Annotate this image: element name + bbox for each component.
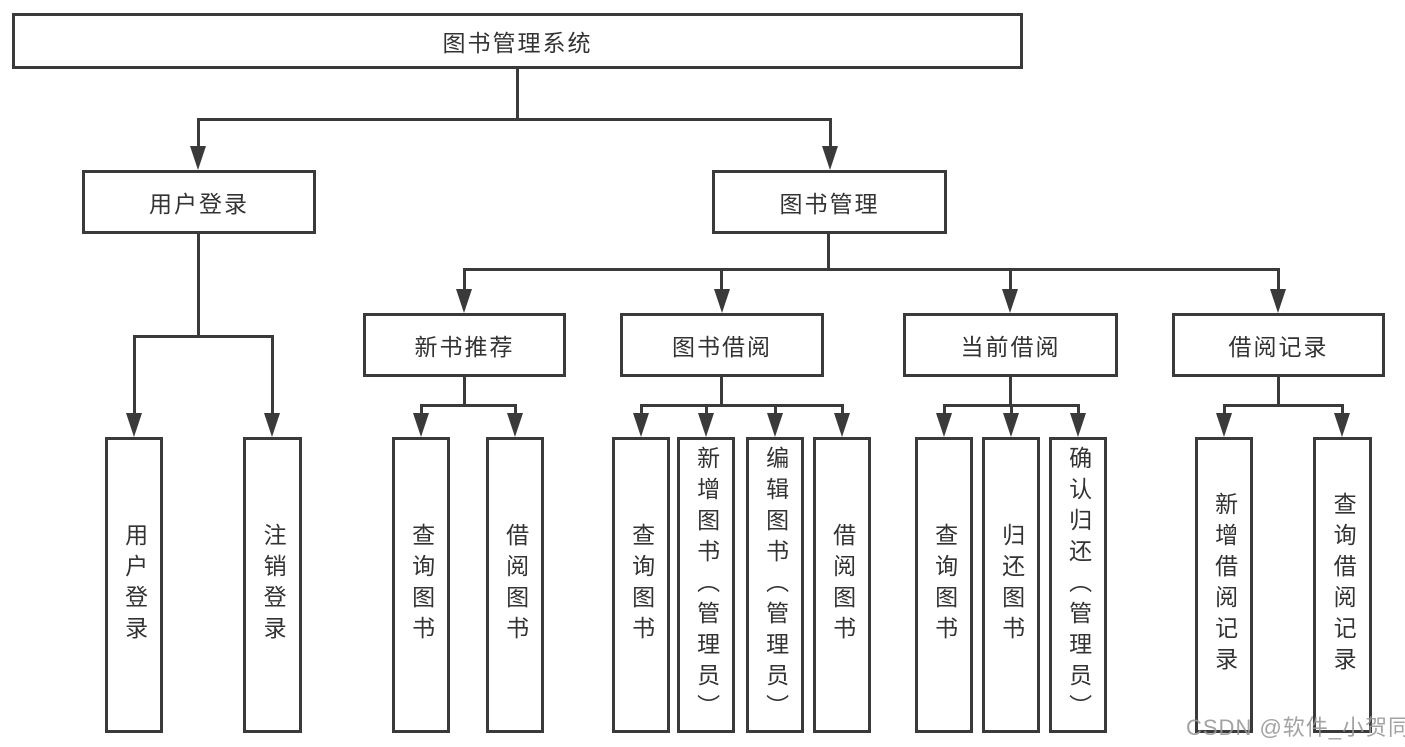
leaf-borrow-book: 借阅图书: [813, 437, 871, 733]
node-book-borrow: 图书借阅: [620, 313, 824, 377]
edge-drop-query-borrow: [640, 404, 643, 417]
arrowhead-add-record-icon: [1216, 413, 1232, 437]
node-user-login: 用户登录: [82, 170, 316, 234]
edge-drop-query-record: [1341, 404, 1344, 417]
leaf-query-book-borrow: 查询图书: [612, 437, 670, 733]
leaf-add-book-admin: 新增图书（管理员）: [677, 437, 735, 733]
node-current-borrow-label: 当前借阅: [960, 334, 1061, 360]
leaf-edit-book-admin-label: 编辑图书（管理员）: [762, 445, 789, 725]
edge-book-management-stem: [827, 233, 830, 271]
node-new-book-recommend-label: 新书推荐: [414, 334, 515, 360]
arrowhead-current-borrow-icon: [1002, 289, 1018, 313]
edge-new-book-bus: [420, 404, 516, 407]
node-current-borrow: 当前借阅: [903, 313, 1118, 377]
leaf-query-borrow-record-label: 查询借阅记录: [1330, 492, 1357, 678]
csdn-watermark: CSDN @软件_小贺同学: [1186, 715, 1405, 740]
arrowhead-return-book-icon: [1003, 413, 1019, 437]
edge-drop-borrow-recommend: [514, 404, 517, 417]
arrowhead-query-recommend-icon: [413, 413, 429, 437]
arrowhead-book-borrow-icon: [714, 289, 730, 313]
node-book-management-label: 图书管理: [779, 191, 880, 217]
leaf-confirm-return-admin: 确认归还（管理员）: [1049, 437, 1107, 733]
node-user-login-label: 用户登录: [149, 191, 249, 217]
leaf-user-login: 用户登录: [105, 437, 163, 733]
edge-borrow-record-bus: [1223, 404, 1344, 407]
leaf-return-book: 归还图书: [982, 437, 1040, 733]
edge-drop-current-borrow: [1009, 268, 1012, 293]
edge-drop-add-book: [705, 404, 708, 417]
edge-drop-query-recommend: [420, 404, 423, 417]
leaf-query-book-current: 查询图书: [915, 437, 973, 733]
arrowhead-confirm-return-icon: [1070, 413, 1086, 437]
edge-drop-return-book: [1010, 404, 1013, 417]
leaf-return-book-label: 归还图书: [998, 523, 1025, 647]
node-book-management: 图书管理: [712, 170, 947, 234]
arrowhead-query-borrow-icon: [633, 413, 649, 437]
edge-drop-book-management: [829, 118, 832, 150]
edge-drop-leaf-logout: [271, 335, 274, 417]
edge-drop-confirm-return: [1077, 404, 1080, 417]
edge-book-management-bus: [463, 268, 1280, 271]
arrowhead-edit-book-icon: [767, 413, 783, 437]
edge-user-login-bus: [133, 335, 274, 338]
edge-drop-new-book: [463, 268, 466, 293]
leaf-query-book-borrow-label: 查询图书: [628, 523, 655, 647]
leaf-query-book-recommend: 查询图书: [392, 437, 450, 733]
leaf-logout: 注销登录: [243, 437, 302, 733]
arrowhead-book-management-icon: [822, 146, 838, 170]
arrowhead-new-book-icon: [456, 289, 472, 313]
edge-drop-borrow-book: [841, 404, 844, 417]
leaf-borrow-book-recommend: 借阅图书: [486, 437, 544, 733]
edge-current-borrow-stem: [1009, 377, 1012, 407]
node-book-borrow-label: 图书借阅: [672, 334, 772, 360]
edge-drop-add-record: [1223, 404, 1226, 417]
edge-drop-borrow-record: [1277, 268, 1280, 293]
edge-book-borrow-bus: [640, 404, 843, 407]
edge-drop-leaf-user-login: [133, 335, 136, 417]
leaf-edit-book-admin: 编辑图书（管理员）: [746, 437, 804, 733]
leaf-query-book-recommend-label: 查询图书: [408, 523, 435, 647]
arrowhead-leaf-logout-icon: [264, 413, 280, 437]
edge-drop-query-current: [943, 404, 946, 417]
arrowhead-borrow-record-icon: [1270, 289, 1286, 313]
node-root-label: 图书管理系统: [442, 30, 593, 56]
node-root: 图书管理系统: [12, 13, 1023, 69]
edge-user-login-stem: [197, 233, 200, 338]
edge-drop-edit-book: [774, 404, 777, 417]
edge-root-bus: [197, 118, 832, 121]
edge-borrow-record-stem: [1277, 377, 1280, 407]
edge-root-stem: [516, 68, 519, 120]
leaf-user-login-label: 用户登录: [121, 523, 148, 647]
arrowhead-query-current-icon: [936, 413, 952, 437]
node-borrow-record-label: 借阅记录: [1228, 334, 1329, 360]
edge-book-borrow-stem: [720, 377, 723, 407]
leaf-logout-label: 注销登录: [260, 523, 287, 647]
leaf-query-book-current-label: 查询图书: [931, 523, 958, 647]
edge-new-book-stem: [463, 377, 466, 407]
arrowhead-user-login-icon: [190, 146, 206, 170]
arrowhead-leaf-user-login-icon: [126, 413, 142, 437]
node-new-book-recommend: 新书推荐: [363, 313, 566, 377]
arrowhead-query-record-icon: [1334, 413, 1350, 437]
leaf-borrow-book-recommend-label: 借阅图书: [502, 523, 529, 647]
node-borrow-record: 借阅记录: [1172, 313, 1385, 377]
arrowhead-borrow-recommend-icon: [507, 413, 523, 437]
arrowhead-add-book-icon: [698, 413, 714, 437]
leaf-add-borrow-record-label: 新增借阅记录: [1211, 492, 1238, 678]
leaf-confirm-return-admin-label: 确认归还（管理员）: [1065, 445, 1092, 725]
leaf-borrow-book-label: 借阅图书: [829, 523, 856, 647]
leaf-add-book-admin-label: 新增图书（管理员）: [693, 445, 720, 725]
arrowhead-borrow-book-icon: [834, 413, 850, 437]
edge-drop-book-borrow: [720, 268, 723, 293]
edge-drop-user-login: [197, 118, 200, 150]
leaf-add-borrow-record: 新增借阅记录: [1195, 437, 1253, 733]
leaf-query-borrow-record: 查询借阅记录: [1313, 437, 1372, 733]
